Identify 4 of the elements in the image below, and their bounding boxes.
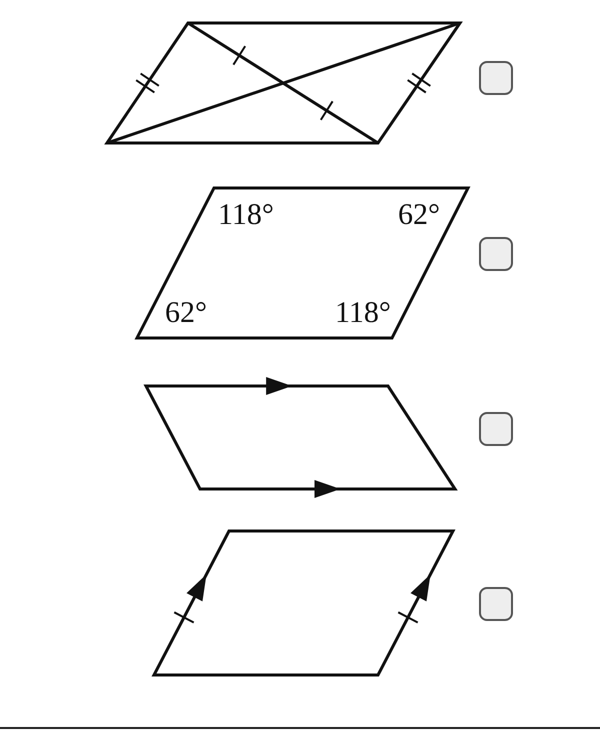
angle-label: 118°	[335, 298, 391, 328]
angle-label: 118°	[218, 200, 274, 230]
angle-label: 62°	[398, 200, 440, 230]
angle-label: 62°	[165, 298, 207, 328]
